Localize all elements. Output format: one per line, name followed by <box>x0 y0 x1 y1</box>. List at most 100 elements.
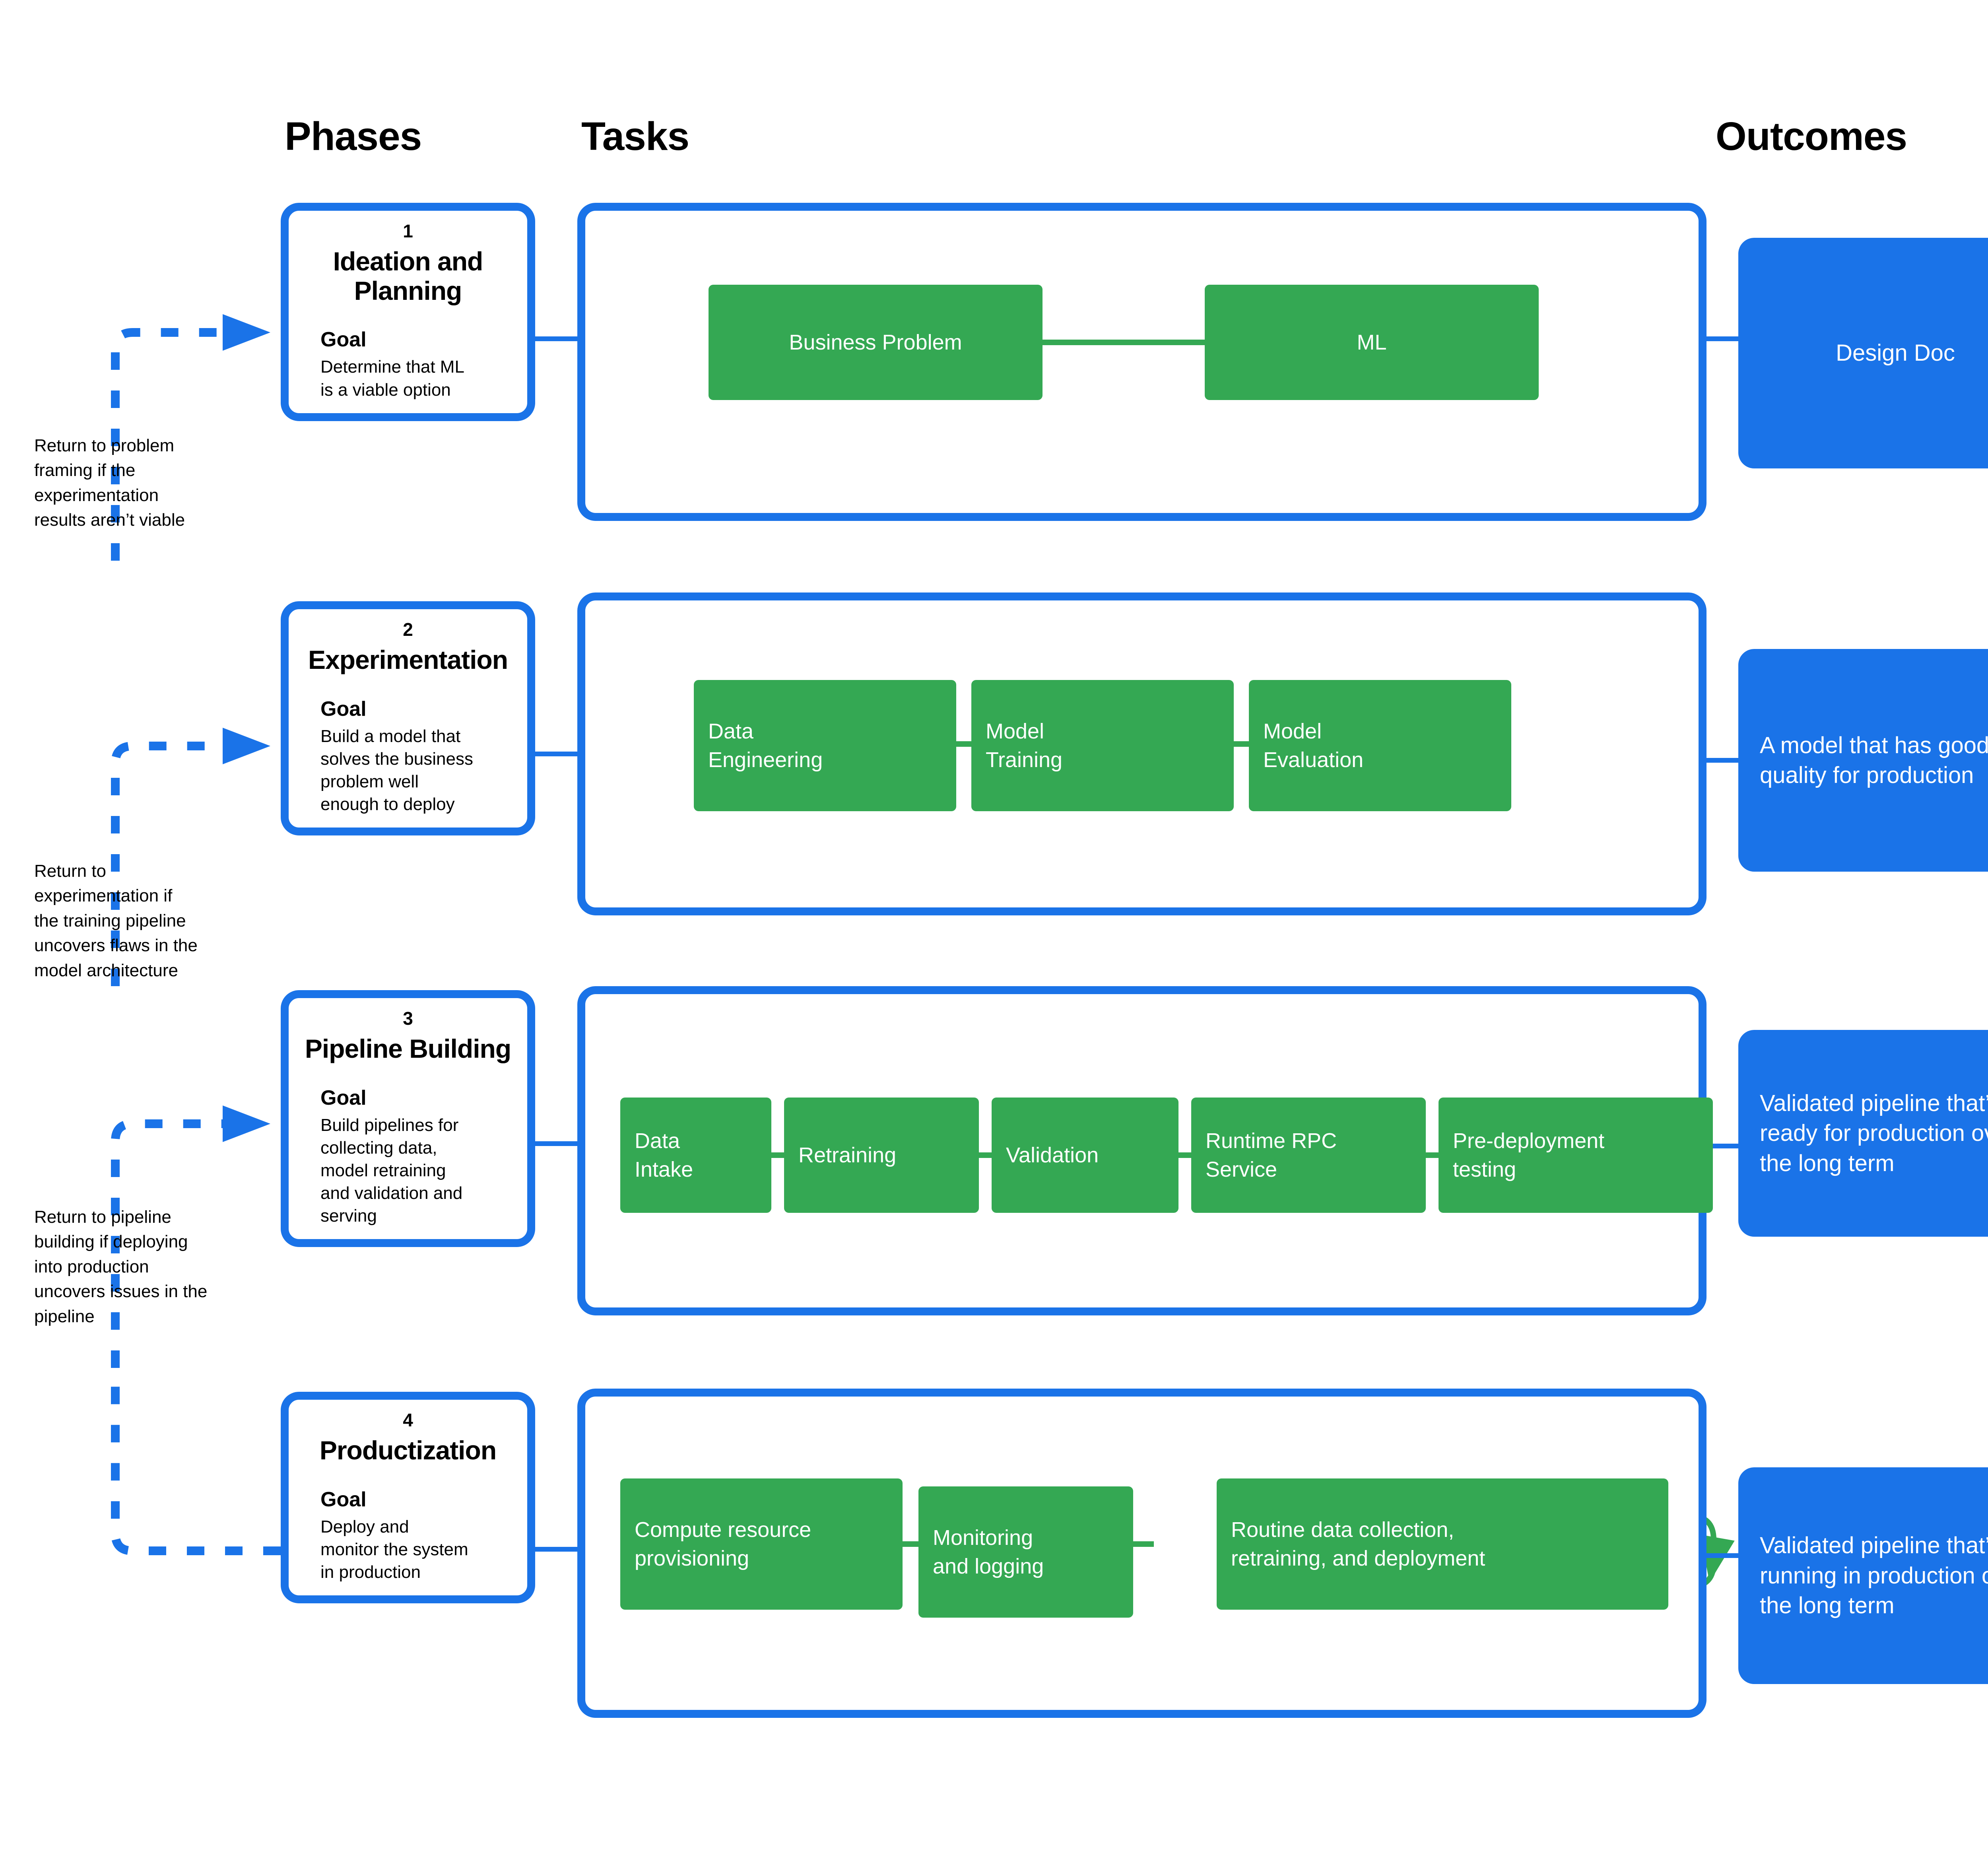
task-label-line-1: Monitoring <box>933 1525 1033 1550</box>
task-box-compute-resource-provisioning[interactable]: Compute resource provisioning <box>620 1478 903 1610</box>
task-box-business-problem[interactable]: Business Problem <box>709 285 1043 400</box>
connector-phase4-tasks4 <box>531 1547 583 1552</box>
phase-title-3: Pipeline Building <box>305 1033 511 1063</box>
task-label-line-1: Model <box>986 719 1044 743</box>
task-label-line-1: Runtime RPC <box>1206 1129 1337 1153</box>
outcome-label-line-4: over the long term <box>1760 1120 1988 1176</box>
task-label-line-2: Intake <box>635 1158 693 1181</box>
task-connector-r3-b <box>975 1152 996 1158</box>
outcome-box-design-doc[interactable]: Design Doc <box>1738 238 1988 468</box>
task-connector-r4-b <box>1129 1541 1154 1547</box>
task-box-model-training[interactable]: Model Training <box>971 680 1234 811</box>
task-box-data-intake[interactable]: Data Intake <box>620 1098 771 1213</box>
outcome-label-line-2: good quality <box>1760 732 1988 788</box>
phase-number-3: 3 <box>403 1008 413 1029</box>
goal-label-2: Goal <box>320 697 367 721</box>
task-label-line-1: Model <box>1263 719 1322 743</box>
task-label: Retraining <box>798 1143 897 1167</box>
phase-title-2: Experimentation <box>308 645 508 674</box>
column-header-phases: Phases <box>285 114 422 159</box>
connector-phase2-tasks2 <box>531 752 583 756</box>
outcome-label-line-1: Validated pipeline <box>1760 1533 1940 1559</box>
task-label-line-2: Service <box>1206 1158 1277 1181</box>
annotation-return-to-problem-framing: Return to problem framing if the experim… <box>34 433 281 533</box>
task-box-data-engineering[interactable]: Data Engineering <box>694 680 956 811</box>
outcome-box-validated-pipeline-ready[interactable]: Validated pipeline that’s ready for prod… <box>1738 1030 1988 1237</box>
phase-title-4: Productization <box>319 1435 497 1465</box>
connector-phase1-tasks1 <box>531 336 583 341</box>
phase-card-3[interactable]: 3 Pipeline Building Goal Build pipelines… <box>281 990 535 1247</box>
return-arrow-1 <box>111 314 270 561</box>
task-label: ML <box>1357 330 1387 354</box>
annotation-line: Return to pipeline <box>34 1207 171 1227</box>
goal-label-3: Goal <box>320 1086 367 1109</box>
task-label-line-2: Evaluation <box>1263 748 1364 772</box>
connector-tasks1-outcome1 <box>1702 336 1741 341</box>
task-connector-r2-a <box>951 741 975 747</box>
outcome-label-line-1: Validated pipeline <box>1760 1090 1940 1116</box>
outcome-box-validated-pipeline-running[interactable]: Validated pipeline that’s running in pro… <box>1738 1467 1988 1684</box>
task-box-retraining[interactable]: Retraining <box>784 1098 979 1213</box>
task-box-model-evaluation[interactable]: Model Evaluation <box>1249 680 1511 811</box>
task-label-line-2: retraining, and deployment <box>1231 1546 1485 1570</box>
task-label-line-2: Training <box>986 748 1063 772</box>
task-label: Business Problem <box>789 330 962 354</box>
task-label-line-2: testing <box>1453 1158 1516 1181</box>
task-connector-r3-a <box>767 1152 788 1158</box>
annotation-line: results aren’t viable <box>34 510 185 530</box>
column-header-outcomes: Outcomes <box>1716 114 1907 159</box>
annotation-line: uncovers flaws in the <box>34 936 198 956</box>
task-label-line-1: Data <box>708 719 754 743</box>
phase-number-4: 4 <box>403 1410 413 1430</box>
goal-label-1: Goal <box>320 328 367 352</box>
phase-card-2[interactable]: 2 Experimentation Goal Build a model tha… <box>281 601 535 835</box>
task-label-line-1: Data <box>635 1129 680 1153</box>
goal-label-4: Goal <box>320 1488 367 1511</box>
annotation-line: model architecture <box>34 960 178 980</box>
outcome-label: Design Doc <box>1836 340 1955 366</box>
outcome-box-model-quality[interactable]: A model that has good quality for produc… <box>1738 649 1988 872</box>
task-label-line-1: Compute resource <box>635 1517 812 1542</box>
annotation-line: pipeline <box>34 1306 95 1326</box>
annotation-line: Return to problem <box>34 436 175 455</box>
task-box-routine-data-collection[interactable]: Routine data collection, retraining, and… <box>1217 1478 1668 1610</box>
connector-tasks2-outcome2 <box>1702 758 1741 763</box>
outcome-label-line-1: A model that has <box>1760 732 1932 758</box>
task-box-monitoring-and-logging[interactable]: Monitoring and logging <box>918 1486 1133 1618</box>
task-box-runtime-rpc-service[interactable]: Runtime RPC Service <box>1191 1098 1426 1213</box>
outcome-label-line-3: for production <box>1833 762 1974 788</box>
outcome-label-line-3: for production <box>1824 1120 1965 1146</box>
return-arrow-3 <box>111 1105 270 1368</box>
task-box-pre-deployment-testing[interactable]: Pre-deployment testing <box>1439 1098 1713 1213</box>
task-connector-r3-d <box>1422 1152 1442 1158</box>
task-connector-r4-a <box>899 1541 922 1547</box>
task-connector-r3-c <box>1175 1152 1195 1158</box>
annotation-line: experimentation if <box>34 886 173 906</box>
annotation-line: framing if the <box>34 460 136 480</box>
task-label: Validation <box>1006 1143 1099 1167</box>
phase-number-1: 1 <box>403 221 413 241</box>
annotation-line: into production <box>34 1257 149 1276</box>
task-label-line-2: provisioning <box>635 1546 749 1570</box>
outcome-label-line-2: that’s running <box>1760 1533 1988 1589</box>
phase-number-2: 2 <box>403 619 413 640</box>
outcome-label-line-3: in production over <box>1843 1562 1988 1589</box>
connector-tasks4-outcome4 <box>1702 1553 1741 1558</box>
annotation-return-to-experimentation-training: Return to experimentation if the trainin… <box>34 859 281 983</box>
task-box-validation[interactable]: Validation <box>992 1098 1178 1213</box>
column-header-tasks: Tasks <box>581 114 689 159</box>
task-connector-r2-b <box>1229 741 1253 747</box>
task-box-ml[interactable]: ML <box>1205 285 1539 400</box>
annotation-line: building if deploying <box>34 1232 188 1252</box>
